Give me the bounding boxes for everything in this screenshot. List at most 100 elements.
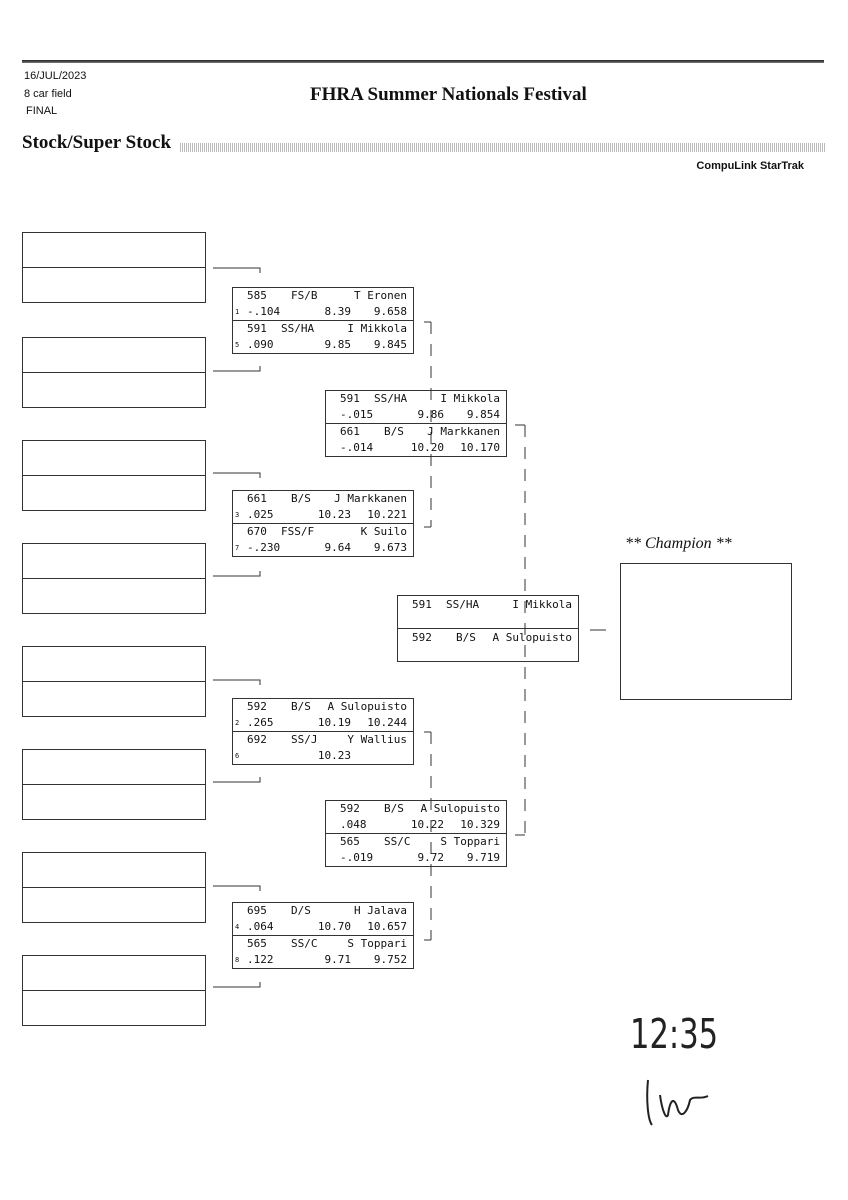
empty-entry-box — [22, 543, 206, 614]
car-class: SS/C — [291, 937, 318, 950]
seed-number: 5 — [235, 341, 240, 349]
empty-entry-box — [22, 852, 206, 923]
connector-line — [213, 885, 261, 891]
car-number: 591 — [412, 598, 432, 611]
entry-header-row: 692 SS/J Y Wallius — [233, 732, 413, 748]
car-class: FSS/F — [281, 525, 315, 538]
reaction-time: -.019 — [340, 851, 374, 864]
connector-line — [213, 267, 261, 273]
elapsed-time: 10.329 — [460, 818, 500, 831]
car-class: SS/J — [291, 733, 318, 746]
handwritten-time: 12:35 — [630, 1011, 718, 1059]
elapsed-time: 9.854 — [466, 408, 500, 421]
driver-name: J Markkanen — [427, 425, 500, 438]
car-class: SS/HA — [446, 598, 480, 611]
dial-in: 9.85 — [324, 338, 352, 351]
initials-scribble — [646, 1079, 709, 1126]
car-class: B/S — [291, 492, 311, 505]
empty-slot — [23, 647, 205, 681]
connector-line — [213, 571, 261, 577]
car-number: 585 — [247, 289, 267, 302]
elapsed-time: 10.244 — [367, 716, 407, 729]
dial-in: 10.19 — [317, 716, 351, 729]
seed-number: 7 — [235, 544, 240, 552]
driver-name: I Mikkola — [512, 598, 572, 611]
brand-label: CompuLink StarTrak — [696, 160, 804, 172]
car-class: B/S — [384, 425, 404, 438]
driver-name: A Sulopuisto — [492, 631, 572, 644]
seed-number: 2 — [235, 719, 240, 727]
car-class: SS/HA — [374, 392, 408, 405]
event-date: 16/JUL/2023 — [24, 70, 87, 82]
elapsed-time: 10.170 — [460, 441, 500, 454]
entry-times-row: -.019 9.72 9.719 — [326, 850, 506, 866]
empty-slot — [23, 956, 205, 990]
car-number: 692 — [247, 733, 267, 746]
reaction-time: .048 — [340, 818, 367, 831]
driver-name: T Eronen — [354, 289, 407, 302]
empty-entry-box — [22, 337, 206, 408]
elapsed-time: 9.658 — [373, 305, 407, 318]
driver-name: A Sulopuisto — [327, 700, 407, 713]
driver-name: I Mikkola — [347, 322, 407, 335]
driver-name: A Sulopuisto — [420, 802, 500, 815]
dial-in: 10.23 — [317, 508, 351, 521]
empty-slot — [23, 853, 205, 887]
empty-slot — [23, 267, 205, 302]
connector-line — [213, 777, 261, 783]
car-number: 592 — [412, 631, 432, 644]
reaction-time: .025 — [247, 508, 274, 521]
dial-in: 10.20 — [410, 441, 444, 454]
car-number: 591 — [247, 322, 267, 335]
dial-in: 10.22 — [410, 818, 444, 831]
champion-box — [620, 563, 792, 700]
empty-slot — [23, 441, 205, 475]
handwritten-signature: 12:35 — [630, 1011, 718, 1126]
empty-slot — [23, 681, 205, 716]
empty-entry-box — [22, 232, 206, 303]
entry-times-row: .048 10.22 10.329 — [326, 817, 506, 833]
dial-in: 9.72 — [417, 851, 445, 864]
connector-line — [213, 366, 261, 372]
elapsed-time: 9.752 — [373, 953, 407, 966]
dial-in: 9.86 — [417, 408, 445, 421]
empty-slot — [23, 784, 205, 819]
top-rule — [22, 60, 824, 63]
driver-name: Y Wallius — [347, 733, 407, 746]
car-class: D/S — [291, 904, 311, 917]
seed-number: 3 — [235, 511, 240, 519]
dial-in: 10.23 — [317, 749, 351, 762]
car-number: 661 — [247, 492, 267, 505]
dotted-fill — [180, 143, 826, 152]
elapsed-time: 9.673 — [373, 541, 407, 554]
empty-entry-box — [22, 646, 206, 717]
car-class: B/S — [291, 700, 311, 713]
empty-slot — [23, 578, 205, 613]
elapsed-time: 9.719 — [466, 851, 500, 864]
empty-slot — [23, 475, 205, 510]
dial-in: 9.71 — [324, 953, 352, 966]
